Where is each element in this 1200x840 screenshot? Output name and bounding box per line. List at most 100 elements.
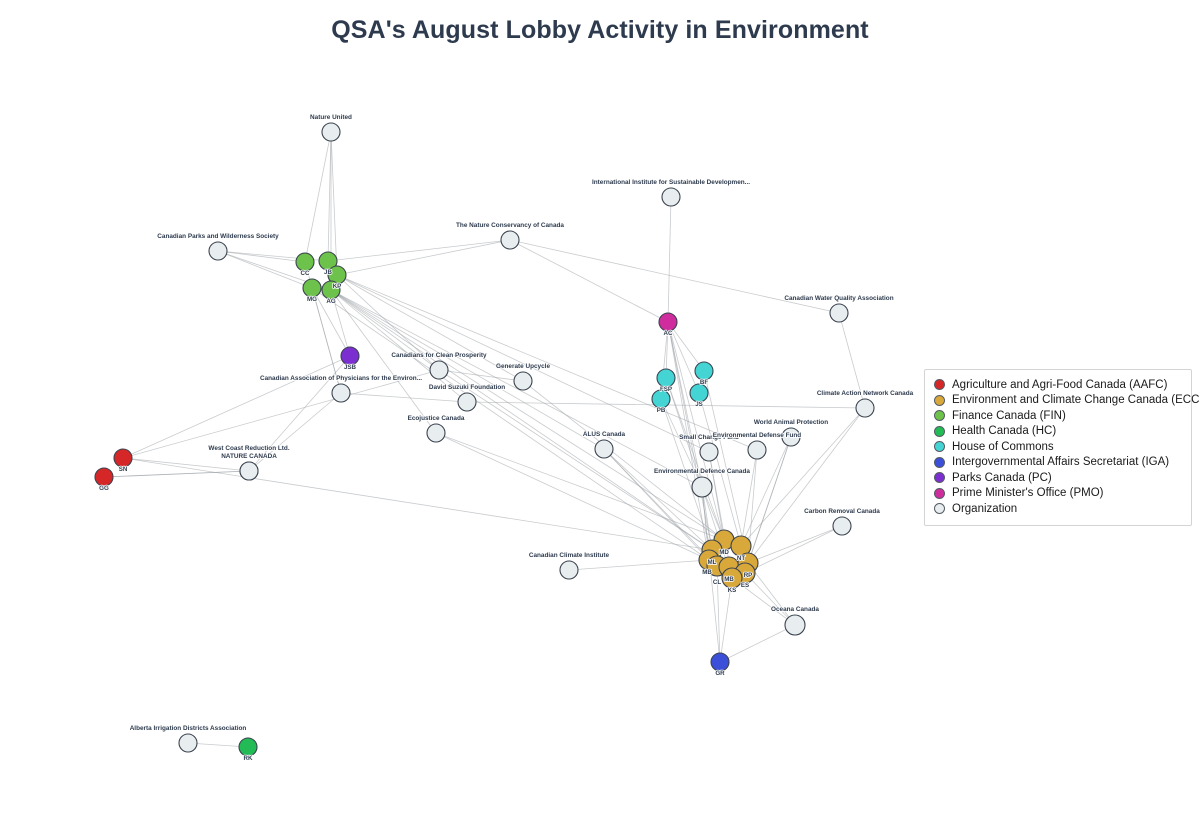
person-label: JB (324, 269, 332, 276)
edges-layer (103, 131, 866, 748)
graph-node[interactable] (318, 251, 338, 271)
graph-node[interactable] (829, 303, 849, 323)
graph-node[interactable] (321, 122, 341, 142)
person-label: AC (664, 330, 673, 337)
graph-edge (719, 577, 733, 663)
legend-swatch-icon (934, 503, 945, 515)
organization-label: Environmental Defence Canada (654, 468, 750, 475)
graph-node[interactable] (594, 439, 614, 459)
graph-node[interactable] (689, 383, 709, 403)
organization-label: World Animal Protection (754, 419, 828, 426)
legend-swatch-icon (934, 394, 945, 406)
graph-node[interactable] (855, 398, 875, 418)
graph-node[interactable] (661, 187, 681, 207)
organization-label: Canadian Parks and Wilderness Society (157, 233, 279, 240)
graph-edge (438, 369, 713, 551)
graph-node[interactable] (239, 461, 259, 481)
organization-label: Carbon Removal Canada (804, 508, 880, 515)
person-label: ES (741, 582, 749, 589)
organization-label: West Coast Reduction Ltd. (208, 445, 289, 452)
legend-item-hc[interactable]: Health Canada (HC) (934, 424, 1182, 440)
legend-label: Finance Canada (FIN) (952, 409, 1066, 422)
graph-node[interactable] (651, 389, 671, 409)
graph-node[interactable] (429, 360, 449, 380)
graph-node[interactable] (699, 442, 719, 462)
graph-edge (744, 436, 792, 574)
legend-label: Organization (952, 502, 1018, 515)
legend-item-pmo[interactable]: Prime Minister's Office (PMO) (934, 486, 1182, 502)
person-label: CL (713, 579, 721, 586)
graph-edge (122, 355, 351, 459)
graph-edge (740, 436, 792, 547)
graph-edge (435, 432, 725, 541)
graph-edge (336, 274, 758, 451)
graph-node[interactable] (426, 423, 446, 443)
graph-edge (327, 239, 511, 262)
graph-node[interactable] (559, 560, 579, 580)
graph-node[interactable] (331, 383, 351, 403)
graph-edge (667, 321, 700, 394)
graph-node[interactable] (656, 368, 676, 388)
graph-node[interactable] (710, 652, 730, 672)
graph-node[interactable] (658, 312, 678, 332)
graph-node[interactable] (781, 427, 801, 447)
graph-node[interactable] (295, 252, 315, 272)
person-label: AG (326, 298, 335, 305)
person-label: FSP (660, 386, 672, 393)
graph-edge (667, 321, 703, 488)
graph-node[interactable] (340, 346, 360, 366)
graph-node[interactable] (94, 467, 114, 487)
graph-node[interactable] (208, 241, 228, 261)
graph-edge (838, 312, 866, 409)
person-label: SN (119, 466, 128, 473)
organization-label: Nature United (310, 114, 352, 121)
graph-node[interactable] (238, 737, 258, 757)
graph-node[interactable] (784, 614, 806, 636)
graph-node[interactable] (321, 280, 341, 300)
graph-edge (330, 289, 725, 541)
graph-node[interactable] (747, 440, 767, 460)
graph-node[interactable] (513, 371, 533, 391)
person-label: CC (301, 270, 310, 277)
graph-edge (667, 321, 725, 541)
person-label: GG (99, 485, 109, 492)
person-label: NT (737, 555, 745, 562)
legend-item-eccc[interactable]: Environment and Climate Change Canada (E… (934, 393, 1200, 409)
graph-node[interactable] (691, 476, 713, 498)
graph-edge (311, 287, 710, 561)
graph-node[interactable] (302, 278, 322, 298)
legend-label: Health Canada (HC) (952, 425, 1057, 438)
graph-edge (731, 577, 796, 626)
graph-edge (744, 525, 843, 574)
graph-edge (698, 392, 742, 547)
graph-edge (438, 369, 524, 382)
graph-edge (217, 250, 313, 289)
graph-edge (311, 287, 351, 357)
legend-item-fin[interactable]: Finance Canada (FIN) (934, 408, 1182, 424)
legend-item-org[interactable]: Organization (934, 501, 1182, 517)
graph-node[interactable] (694, 361, 714, 381)
nodes-layer[interactable] (94, 122, 875, 757)
graph-edge (744, 572, 796, 626)
graph-node[interactable] (500, 230, 520, 250)
person-label: KP (333, 283, 342, 290)
legend-item-pc[interactable]: Parks Canada (PC) (934, 470, 1182, 486)
graph-node[interactable] (178, 733, 198, 753)
organization-label: ALUS Canada (583, 431, 626, 438)
graph-node[interactable] (113, 448, 133, 468)
legend-item-hoc[interactable]: House of Commons (934, 439, 1182, 455)
graph-edge (747, 562, 796, 626)
graph-edge (336, 274, 710, 453)
person-label: MG (307, 296, 317, 303)
graph-edge (740, 407, 866, 547)
person-label: JSB (344, 364, 357, 371)
graph-node[interactable] (832, 516, 852, 536)
graph-edge (665, 377, 725, 541)
legend-item-aafc[interactable]: Agriculture and Agri-Food Canada (AAFC) (934, 377, 1182, 393)
legend-swatch-icon (934, 441, 945, 453)
graph-node[interactable] (721, 567, 743, 589)
graph-edge (330, 289, 351, 357)
graph-node[interactable] (457, 392, 477, 412)
legend-item-iga[interactable]: Intergovernmental Affairs Secretariat (I… (934, 455, 1182, 471)
